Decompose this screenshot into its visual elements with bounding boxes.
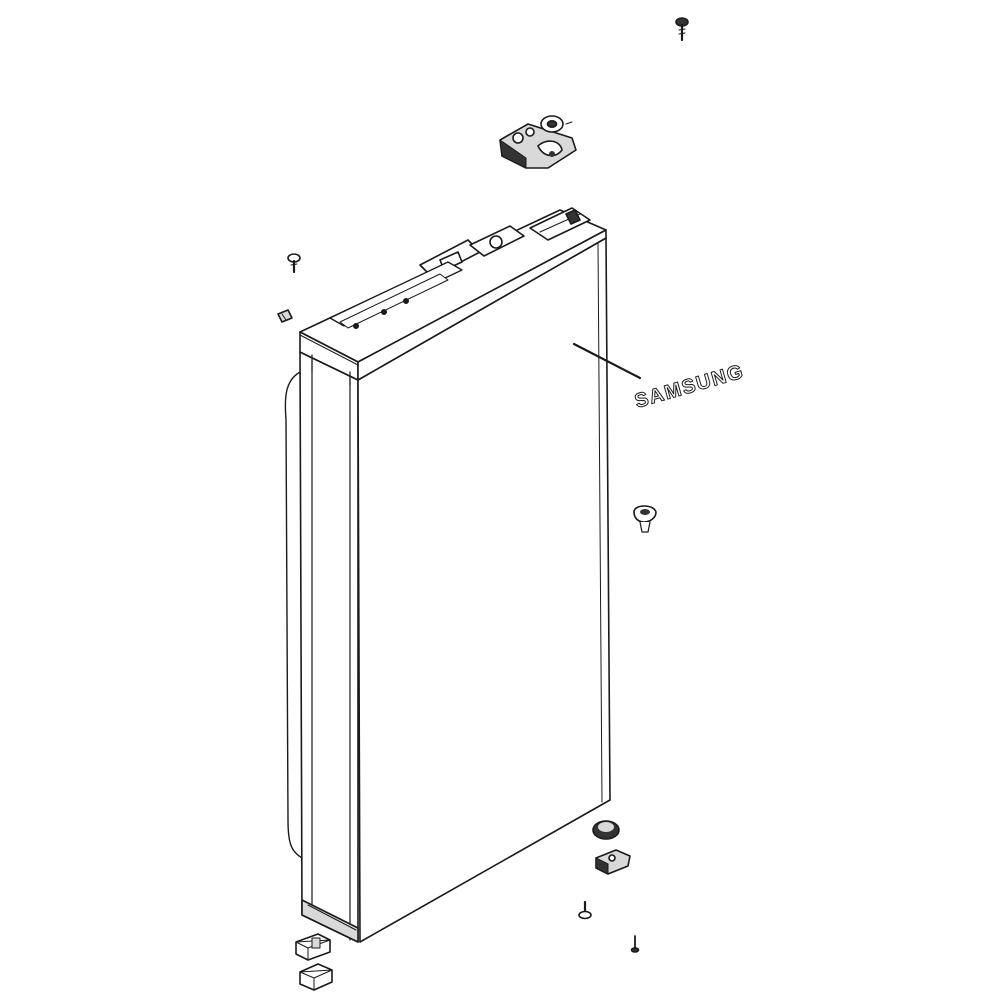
cap-screw [287, 253, 301, 274]
door-stopper-clip [277, 309, 293, 323]
lower-screw [578, 900, 592, 920]
door-panel [284, 237, 611, 943]
lower-hinge-bracket [595, 849, 631, 875]
door-plug [633, 505, 657, 533]
upper-hinge-bracket [499, 123, 577, 169]
top-door-cap [299, 207, 607, 386]
samsung-badge-text: SAMSUNG [632, 361, 746, 413]
hinge-washer [540, 115, 573, 133]
lower-pin [630, 935, 640, 953]
door-stop-cover [299, 963, 333, 991]
top-hinge-screw [675, 17, 689, 42]
lower-hinge-bushing [592, 820, 620, 840]
door-stop-block [295, 933, 331, 961]
